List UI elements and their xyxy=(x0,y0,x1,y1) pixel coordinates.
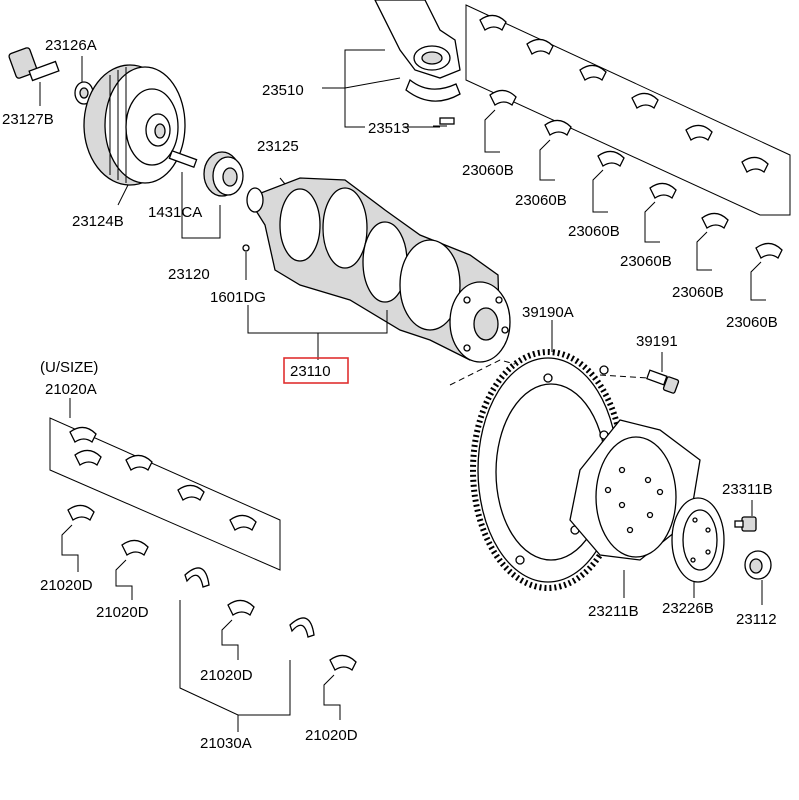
main-bearing-set-lower xyxy=(484,89,783,301)
adapter-plate xyxy=(671,497,725,583)
crank-pulley-bolt xyxy=(8,47,60,82)
ring-gear-bolt xyxy=(645,369,680,394)
label-23112: 23112 xyxy=(736,611,777,628)
label-23060B-1: 23060B xyxy=(462,162,514,179)
thrust-washers xyxy=(184,567,315,638)
label-21020D-4: 21020D xyxy=(305,727,358,744)
label-1601DG: 1601DG xyxy=(210,289,266,306)
label-39190A: 39190A xyxy=(522,304,574,321)
part-labels: 23126A 23127B 23124B 1431CA 23125 23120 … xyxy=(2,37,778,752)
label-1431CA: 1431CA xyxy=(148,204,202,221)
crankshaft xyxy=(246,177,511,363)
label-21020D-2: 21020D xyxy=(96,604,149,621)
connecting-rod xyxy=(374,0,461,127)
drive-plate xyxy=(569,419,701,561)
label-23060B-6: 23060B xyxy=(726,314,778,331)
crankshaft-pin xyxy=(242,244,250,252)
label-23120: 23120 xyxy=(168,266,210,283)
label-23060B-5: 23060B xyxy=(672,284,724,301)
label-23060B-2: 23060B xyxy=(515,192,567,209)
label-23124B: 23124B xyxy=(72,213,124,230)
label-23126A: 23126A xyxy=(45,37,97,54)
label-23110: 23110 xyxy=(290,363,331,380)
label-23060B-4: 23060B xyxy=(620,253,672,270)
drive-plate-bolt xyxy=(734,516,757,532)
pilot-bushing xyxy=(744,550,772,580)
label-21020D-1: 21020D xyxy=(40,577,93,594)
label-undersize: (U/SIZE) xyxy=(40,359,98,376)
undersize-bearing-lower xyxy=(61,504,357,720)
label-23125: 23125 xyxy=(257,138,299,155)
woodruff-key xyxy=(168,149,198,169)
main-bearing-set-upper xyxy=(465,4,791,216)
highlight-box-23110 xyxy=(283,357,349,384)
undersize-bearing-set xyxy=(49,417,281,571)
label-23510: 23510 xyxy=(262,82,304,99)
crankshaft-pulley xyxy=(83,64,186,186)
crankshaft-sprocket xyxy=(203,151,244,197)
label-21020A: 21020A xyxy=(45,381,97,398)
label-23513: 23513 xyxy=(368,120,410,137)
label-21030A: 21030A xyxy=(200,735,252,752)
label-23060B-3: 23060B xyxy=(568,223,620,240)
label-21020D-3: 21020D xyxy=(200,667,253,684)
label-23311B: 23311B xyxy=(722,481,773,498)
label-23127B: 23127B xyxy=(2,111,54,128)
label-23226B: 23226B xyxy=(662,600,714,617)
label-39191: 39191 xyxy=(636,333,678,350)
label-23211B: 23211B xyxy=(588,603,639,620)
